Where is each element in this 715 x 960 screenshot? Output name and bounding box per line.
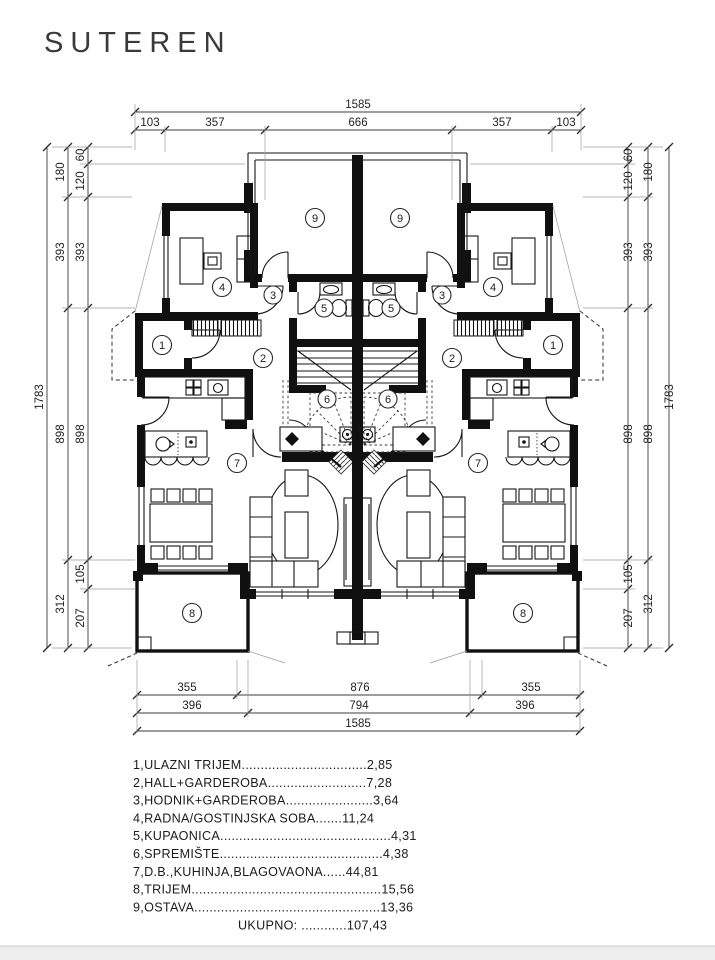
- dim-label: 120: [75, 171, 87, 190]
- legend-row: 5,KUPAONICA.............................…: [133, 829, 417, 843]
- dim-label: 312: [55, 594, 67, 613]
- dim-label: 180: [643, 162, 655, 181]
- dwelling-unit-plan-mirrored: [348, 151, 609, 668]
- room-label-7-left: 7: [226, 452, 248, 474]
- legend-row: 7,D.B.,KUHINJA,BLAGOVAONA......44,81: [133, 865, 379, 879]
- room-label-6-right: 6: [378, 389, 398, 409]
- room-labels: 1 1 2 2 3 3 4 4 5 5 6 6 7 7 8 8 9 9: [151, 207, 564, 624]
- legend-total-row: UKUPNO: ............107,43: [238, 919, 387, 933]
- room-label-1-right: 1: [542, 334, 564, 356]
- legend-row: 9,OSTAVA................................…: [133, 900, 413, 914]
- dim-label: 898: [75, 424, 87, 443]
- dimension-labels: 1585 103 357 666 357 103 355 876 355 396…: [34, 99, 676, 730]
- room-label-8-right: 8: [512, 602, 534, 624]
- dim-label: 60: [75, 149, 87, 162]
- legend-row: 1,ULAZNI TRIJEM.........................…: [133, 758, 393, 772]
- room-number: 1: [550, 340, 556, 352]
- dim-bottom-total: 1585: [345, 718, 371, 730]
- dwelling-unit-plan: [107, 152, 366, 667]
- dim-label: 666: [348, 117, 367, 129]
- dim-right-total: 1783: [664, 384, 676, 410]
- room-number: 7: [475, 458, 481, 470]
- room-number: 4: [490, 282, 496, 294]
- dim-label: 357: [492, 117, 511, 129]
- room-label-1-left: 1: [151, 334, 173, 356]
- room-number: 3: [270, 290, 276, 302]
- room-label-4-left: 4: [211, 276, 233, 298]
- dim-label: 794: [349, 700, 369, 712]
- room-label-3-right: 3: [432, 285, 452, 305]
- room-legend: 1,ULAZNI TRIJEM.........................…: [133, 758, 417, 933]
- room-label-6-left: 6: [317, 389, 337, 409]
- legend-row: 8,TRIJEM................................…: [133, 883, 414, 897]
- legend-row: 6,SPREMIŠTE.............................…: [133, 846, 409, 861]
- dim-label: 876: [350, 682, 369, 694]
- drawing-title: SUTEREN: [44, 27, 232, 59]
- dim-label: 120: [623, 171, 635, 190]
- room-label-4-right: 4: [482, 276, 504, 298]
- room-number: 6: [385, 394, 391, 406]
- dim-label: 393: [75, 242, 87, 261]
- dim-label: 207: [623, 608, 635, 627]
- room-number: 8: [189, 608, 195, 620]
- room-number: 5: [388, 303, 394, 315]
- room-label-5-right: 5: [381, 298, 401, 318]
- room-number: 2: [449, 353, 455, 365]
- room-label-9-left: 9: [304, 207, 326, 229]
- dim-label: 103: [140, 117, 159, 129]
- room-number: 1: [159, 340, 165, 352]
- room-number: 3: [439, 290, 445, 302]
- legend-row: 4,RADNA/GOSTINJSKA SOBA.......11,24: [133, 811, 374, 825]
- room-label-9-right: 9: [389, 207, 411, 229]
- room-number: 2: [260, 353, 266, 365]
- dim-label: 103: [556, 117, 575, 129]
- legend-row: 3,HODNIK+GARDEROBA......................…: [133, 794, 399, 808]
- dim-label: 180: [55, 162, 67, 181]
- dim-label: 393: [55, 242, 67, 261]
- dim-label: 898: [623, 424, 635, 443]
- dim-label: 357: [205, 117, 224, 129]
- room-number: 6: [324, 394, 330, 406]
- dim-label: 396: [182, 700, 201, 712]
- dim-left-total: 1783: [34, 384, 46, 410]
- dim-label: 898: [55, 424, 67, 443]
- room-number: 5: [321, 303, 327, 315]
- room-label-8-left: 8: [181, 602, 203, 624]
- room-number: 9: [397, 213, 403, 225]
- dim-top-total: 1585: [345, 99, 371, 111]
- room-label-3-left: 3: [263, 285, 283, 305]
- dim-label: 355: [177, 682, 196, 694]
- room-number: 7: [234, 458, 240, 470]
- room-label-2-right: 2: [441, 347, 463, 369]
- dim-label: 898: [643, 424, 655, 443]
- footer-strip: [0, 945, 715, 960]
- room-number: 4: [219, 282, 225, 294]
- room-number: 8: [520, 608, 526, 620]
- dim-label: 355: [521, 682, 540, 694]
- dimension-lines: [42, 104, 674, 736]
- dim-label: 105: [623, 564, 635, 583]
- dim-label: 393: [643, 242, 655, 261]
- dim-label: 105: [75, 564, 87, 583]
- room-label-5-left: 5: [314, 298, 334, 318]
- dim-label: 396: [515, 700, 534, 712]
- dim-label: 393: [623, 242, 635, 261]
- room-label-2-left: 2: [252, 347, 274, 369]
- room-label-7-right: 7: [467, 452, 489, 474]
- dim-label: 207: [75, 608, 87, 627]
- dim-label: 312: [643, 594, 655, 613]
- legend-row: 2,HALL+GARDEROBA........................…: [133, 776, 392, 790]
- room-number: 9: [312, 213, 318, 225]
- dim-label: 60: [623, 149, 635, 162]
